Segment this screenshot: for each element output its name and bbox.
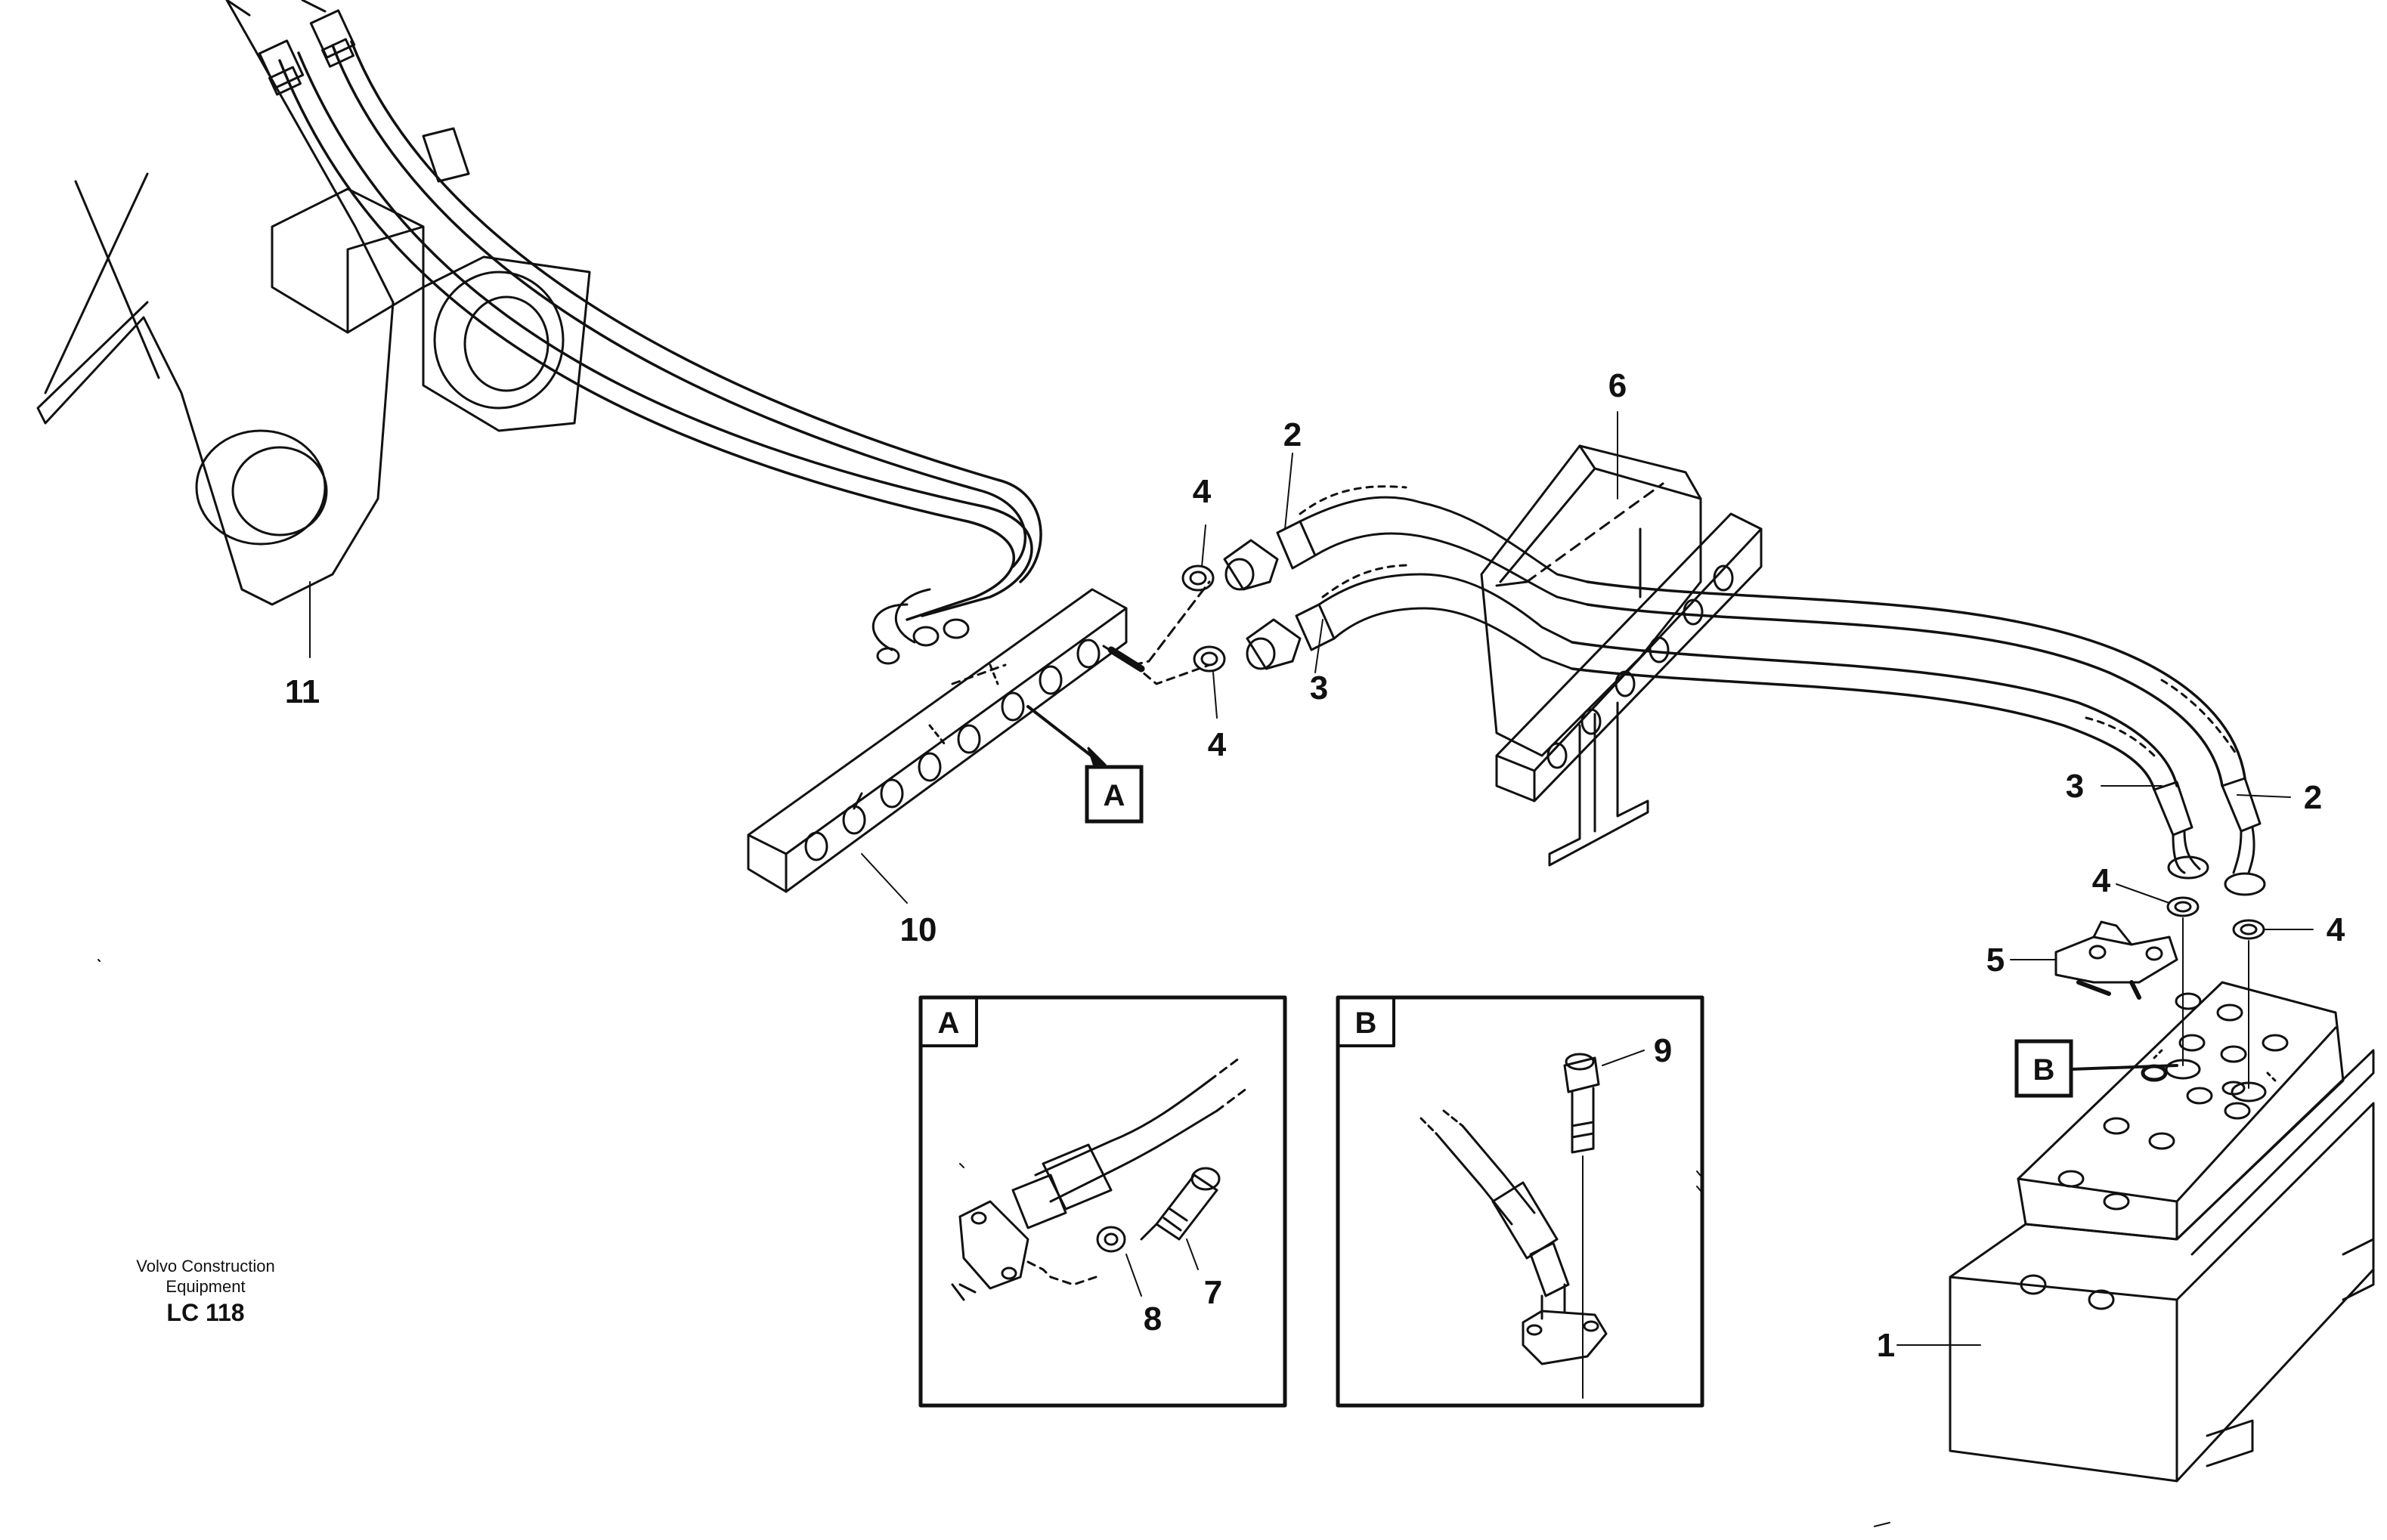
callout-10: 10 [900,911,937,948]
leader-4c [2116,883,2170,904]
leader-9 [1602,1050,1645,1066]
leader-3a [1314,619,1324,673]
callout-5: 5 [1986,942,2005,979]
callout-4-lower: 4 [1208,726,1227,763]
callout-2-left: 2 [1283,416,1302,453]
detail-label-b: B [1355,1007,1377,1040]
view-ref-label-a: A [1104,779,1125,812]
view-ref-box-b [2014,1039,2073,1098]
callout-4-upper: 4 [1193,473,1212,510]
detail-label-a: A [938,1007,960,1040]
view-ref-box-a [1085,765,1144,824]
mounting-bar [1495,512,1763,867]
callout-3-right: 3 [2066,768,2084,805]
callout-7: 7 [1204,1274,1222,1311]
exploded-fittings-middle [1102,485,1589,685]
leader-4a [1201,524,1206,567]
distribution-block-10 [747,588,1128,893]
leader-view-b [2070,1064,2178,1071]
callout-11: 11 [285,673,320,710]
callout-9: 9 [1654,1032,1672,1069]
callout-6: 6 [1608,367,1627,404]
leader-8 [1125,1254,1142,1297]
detail-view-a [918,995,1287,1408]
view-ref-label-b: B [2033,1053,2055,1087]
callout-4-right-upper: 4 [2092,862,2111,899]
view-reference-boxes: A B A B [938,765,2073,1098]
callout-1: 1 [1877,1327,1895,1364]
publisher-name-line1: Volvo Construction [136,1257,274,1276]
leader-4b [1212,672,1218,719]
clamp-5 [2054,920,2178,1000]
leader-2b [2237,794,2291,798]
leader-10 [861,853,908,904]
hoses-along-boom [225,0,1042,665]
detail-view-b [1336,995,1704,1408]
callout-4-right-lower: 4 [2327,911,2345,948]
drawing-code: LC 118 [166,1299,244,1326]
callout-3-left: 3 [1310,669,1328,707]
leader-view-a [1026,705,1098,761]
publisher-caption: Volvo Construction Equipment LC 118 [136,1257,274,1326]
hoses-to-valve [1571,580,2266,1089]
publisher-name-line2: Equipment [166,1277,245,1296]
callout-8: 8 [1144,1300,1162,1337]
leader-7 [1186,1238,1199,1270]
boom-arm [36,0,591,606]
callout-2-right: 2 [2304,779,2322,816]
leader-2a [1284,453,1293,530]
control-valve-1 [1949,981,2375,1483]
callout-labels: 11 10 4 4 2 3 6 3 2 4 4 5 1 8 7 9 [285,367,2345,1364]
